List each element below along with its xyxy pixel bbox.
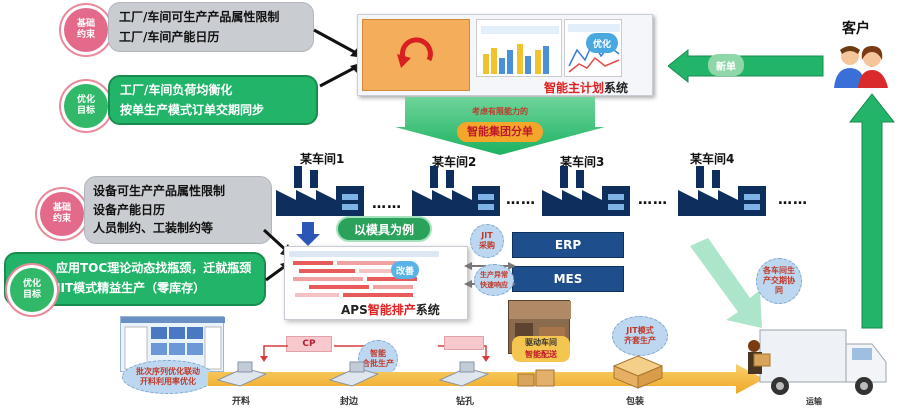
new-order-tag: 新单 [708, 54, 744, 76]
master-plan-panel: 优化 智能主计划系统 [357, 14, 653, 96]
transport-label: 运输 [806, 397, 822, 406]
improve-tag: 改善 [391, 261, 419, 279]
workshop-3-label: 某车间3 [560, 155, 605, 169]
delivery-coordination-bubble: 各车间生产交期协同 [756, 258, 802, 304]
batch-optimization-bubble: 批次序列优化联动 开料利用率优化 [122, 360, 214, 394]
workshop-4-label: 某车间4 [690, 152, 735, 166]
equipment-constraint-box: 设备可生产产品属性限制 设备产能日历 人员制约、工装制约等 [84, 176, 272, 244]
cutting-machine-icon [216, 361, 268, 387]
plan-chart-thumbnail-1 [476, 19, 562, 77]
factory-icon-3 [542, 166, 630, 216]
aps-label: APS智能排产系统 [341, 301, 440, 318]
customer-people-icon [834, 46, 888, 88]
boxes-icon [517, 369, 555, 387]
process-flow-arrow [208, 364, 764, 394]
factory-icon-2 [412, 166, 500, 216]
workshop-down-arrow [296, 222, 320, 246]
feedback-block [444, 336, 484, 350]
step-cutting: 开料 [232, 397, 251, 407]
aps-label-red: 智能排产 [367, 303, 416, 317]
group-split-subtitle: 考虑有限能力的 [472, 107, 528, 116]
aps-label-suffix: 系统 [415, 303, 440, 317]
ellipsis-3: …… [638, 192, 668, 208]
edge-banding-machine-icon [328, 361, 380, 387]
factory-target-box: 工厂/车间负荷均衡化 按单生产模式订单交期同步 [108, 75, 318, 125]
plan-chart-graphic [481, 26, 559, 74]
factory-constraint-line-2: 工厂/车间产能日历 [119, 30, 220, 44]
badge-text: 优化 目标 [22, 279, 41, 300]
equipment-constraint-line-3: 人员制约、工装制约等 [93, 221, 214, 235]
optimization-target-badge-1: 优化 目标 [64, 84, 108, 128]
delivery-up-arrow [848, 93, 896, 329]
package-box-icon [612, 355, 664, 389]
badge-text: 基础 约束 [76, 19, 95, 40]
new-order-arrow [668, 48, 824, 84]
equipment-target-line-2: JIT模式精益生产（零库存） [56, 281, 206, 295]
factory-constraint-box: 工厂/车间可生产产品属性限制 工厂/车间产能日历 [108, 2, 314, 52]
master-plan-label: 智能主计划系统 [544, 79, 628, 96]
factory-constraint-line-1: 工厂/车间可生产产品属性限制 [119, 10, 280, 24]
aps-gantt-graphic [289, 251, 439, 297]
master-plan-label-black: 系统 [604, 81, 629, 95]
drilling-machine-icon [438, 361, 490, 387]
step-edge-banding: 封边 [340, 397, 359, 407]
aps-panel: 改善 APS智能排产系统 [284, 246, 468, 320]
smart-dispatch-line-2: 智能配送 [525, 350, 557, 359]
optimization-target-badge-2-front: 优化 目标 [10, 268, 54, 312]
equipment-constraint-line-2: 设备产能日历 [93, 203, 166, 217]
factory-target-line-2: 按单生产模式订单交期同步 [120, 103, 265, 117]
equipment-target-line-1: 应用TOC理论动态找瓶颈，迁就瓶颈 [56, 261, 252, 275]
basic-constraint-badge-2: 基础 约束 [40, 192, 84, 236]
factory-icon-4 [678, 166, 766, 216]
mold-example-bubble: 以模具为例 [336, 216, 432, 242]
step-packaging: 包装 [626, 397, 645, 407]
software-screenshot-graphic [121, 317, 225, 370]
ellipsis-2: …… [506, 192, 536, 208]
erp-system-block: ERP [512, 232, 624, 258]
delivery-truck-icon [748, 329, 887, 395]
equipment-constraint-line-1: 设备可生产产品属性限制 [93, 184, 226, 198]
factory-icon-1 [276, 166, 364, 216]
smart-dispatch-tag: 驱动车间 智能配送 [512, 336, 570, 362]
refresh-cycle-tile [362, 19, 470, 91]
software-screenshot-thumbnail [120, 316, 225, 372]
workshop-delivery-arrow [690, 238, 762, 328]
cp-block: CP [286, 336, 332, 352]
aps-label-prefix: APS [341, 303, 368, 317]
master-plan-label-red: 智能主计划 [544, 81, 605, 95]
refresh-cycle-icon [397, 37, 433, 68]
smart-dispatch-line-1: 驱动车间 [525, 338, 557, 347]
workshop-1-label: 某车间1 [300, 152, 345, 166]
factory-target-line-1: 工厂/车间负荷均衡化 [120, 83, 233, 97]
badge-text: 基础 约束 [52, 203, 71, 224]
ellipsis-4: …… [778, 192, 808, 208]
step-drilling: 钻孔 [456, 397, 475, 407]
mes-system-block: MES [512, 266, 624, 292]
jit-mode-bubble: JIT模式 齐套生产 [612, 316, 668, 356]
jit-purchase-bubble: JIT 采购 [470, 224, 504, 258]
fast-response-bubble: 生产异常 快速响应 [474, 264, 514, 296]
ellipsis-1: …… [372, 196, 402, 212]
badge-text: 优化 目标 [76, 95, 95, 116]
basic-constraint-badge-1: 基础 约束 [64, 8, 108, 52]
group-split-title: 智能集团分单 [457, 122, 543, 142]
workshop-2-label: 某车间2 [432, 155, 477, 169]
optimize-tag: 优化 [586, 33, 618, 53]
customer-label: 客户 [842, 21, 870, 37]
